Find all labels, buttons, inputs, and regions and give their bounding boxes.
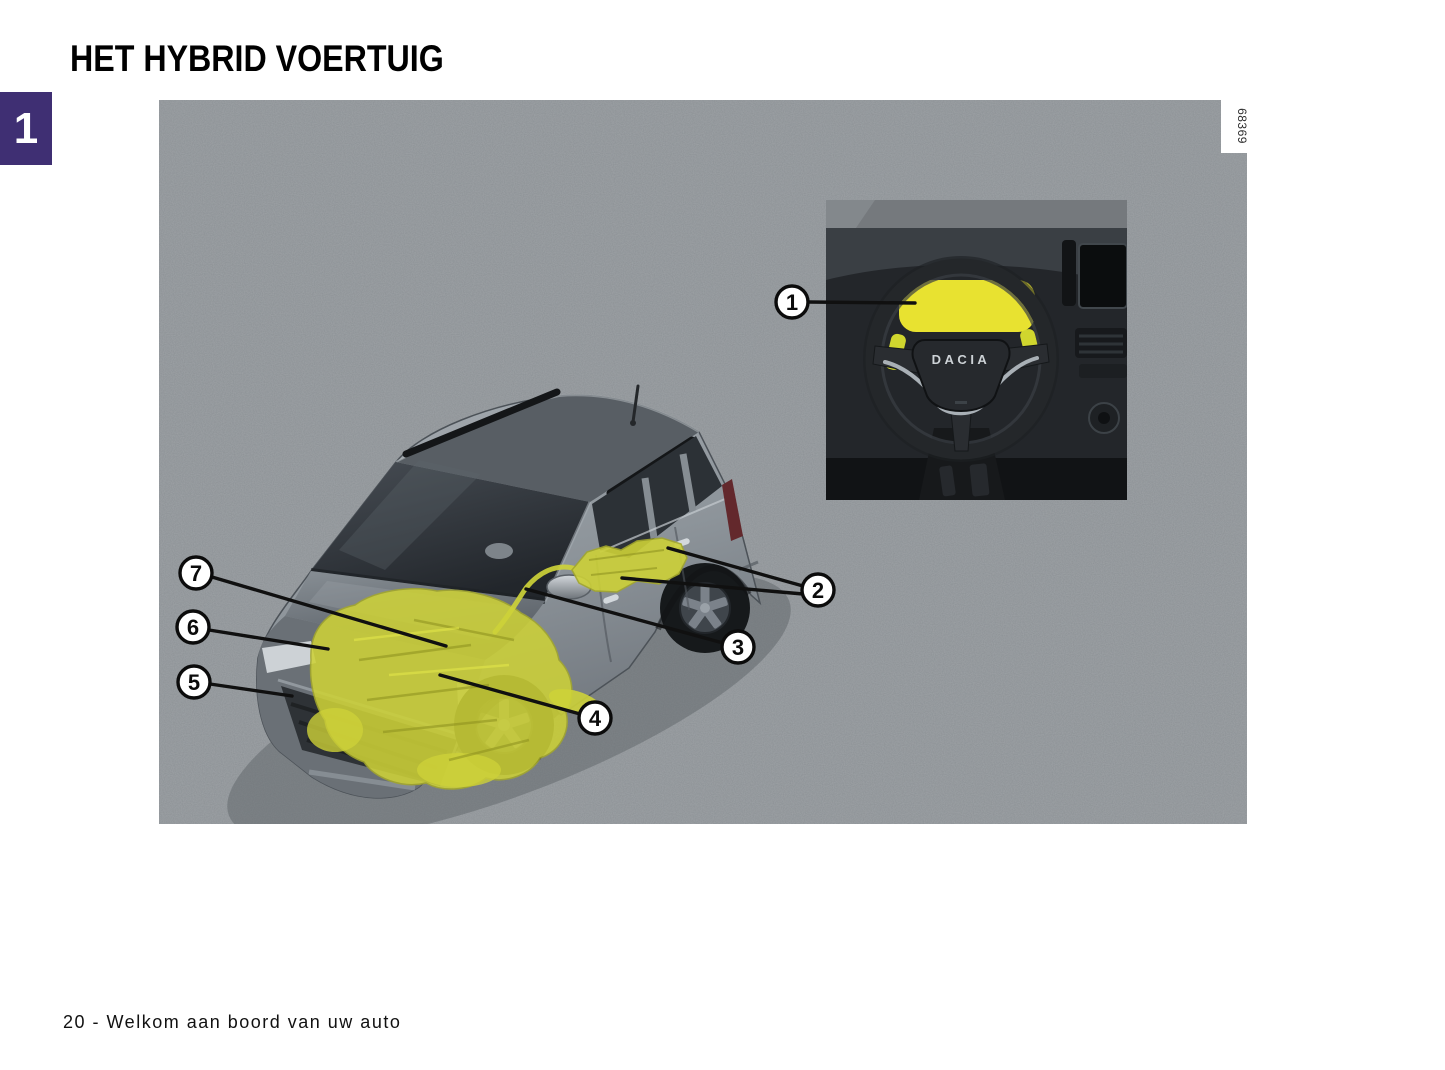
callout-line-7 (210, 575, 448, 648)
dash-top (826, 228, 1127, 286)
side-vent (1062, 240, 1076, 306)
chapter-tab: 1 (0, 92, 52, 165)
front-door-handle (603, 594, 619, 604)
callout-marker-2 (800, 572, 836, 608)
callout-marker-7 (178, 555, 214, 591)
figure-id-notch: 68369 (1221, 100, 1249, 153)
svg-text:2: 2 (812, 578, 824, 603)
callout-6: 6 (175, 609, 330, 651)
windshield-reflection (339, 460, 481, 570)
center-vent-slats (1079, 334, 1123, 354)
callout-1: 1 (774, 284, 917, 320)
callout-line-2a (666, 546, 805, 588)
svg-text:4: 4 (589, 706, 602, 731)
callout-marker-6 (175, 609, 211, 645)
hybrid-highlights (307, 537, 688, 790)
callout-4: 4 (438, 673, 613, 736)
car-illustration: DACIA 1 2 3 (175, 100, 1249, 843)
steering-wheel: DACIA (863, 256, 1059, 462)
svg-text:7: 7 (190, 561, 202, 586)
bumper-skid (308, 769, 416, 791)
figure-id-label: 68369 (1235, 108, 1247, 144)
figure-illustration: DACIA 1 2 3 (159, 100, 1249, 843)
callout-line-2b (620, 576, 805, 596)
callout-line-3 (524, 587, 725, 645)
roof-rail-left (402, 388, 561, 458)
car-roof (396, 395, 699, 502)
far-side-mirror (485, 543, 513, 559)
svg-text:6: 6 (187, 615, 199, 640)
airbag-hub (911, 339, 1011, 412)
engine-highlight-lower (417, 753, 501, 787)
pedal-left (939, 465, 956, 497)
battery-detail-lines (588, 549, 665, 576)
b-pillar (641, 477, 658, 539)
rear-door-seam (674, 526, 690, 611)
callouts: 1 2 3 4 5 (175, 284, 917, 736)
callout-3: 3 (524, 587, 756, 665)
engine-detail-lines (358, 618, 530, 762)
pedal-right (969, 463, 990, 497)
media-screen (1078, 243, 1127, 309)
page-footer: 20 - Welkom aan boord van uw auto (63, 1012, 402, 1032)
side-windows (592, 436, 722, 558)
callout-5: 5 (176, 664, 294, 700)
engine-highlight-lower-left (307, 708, 363, 752)
callout-line-1 (806, 300, 917, 305)
dacia-logo-text: DACIA (932, 352, 991, 367)
roof-antenna (630, 384, 640, 426)
callout-line-4 (438, 673, 582, 716)
svg-text:3: 3 (732, 635, 744, 660)
callout-marker-4 (577, 700, 613, 736)
callout-2: 2 (620, 546, 836, 608)
windshield (311, 462, 590, 601)
svg-text:1: 1 (786, 290, 798, 315)
callout-line-5 (208, 682, 294, 698)
callout-line-6 (207, 628, 330, 651)
callout-marker-5 (176, 664, 212, 700)
chapter-number: 1 (13, 103, 39, 153)
dashboard-inset: DACIA (826, 200, 1127, 500)
page-title: HET HYBRID VOERTUIG (70, 38, 444, 79)
beltline-trim (599, 495, 733, 553)
c-pillar (679, 453, 697, 513)
hybrid-components-figure: DACIA 1 2 3 (159, 100, 1249, 843)
headlight-left (262, 641, 316, 673)
callout-7: 7 (178, 555, 448, 648)
instrument-cluster-highlight (899, 280, 1035, 332)
callout-marker-3 (720, 629, 756, 665)
taillight (722, 479, 743, 541)
inset-window-band (826, 200, 1127, 228)
button-row (1079, 364, 1127, 378)
svg-text:5: 5 (188, 670, 200, 695)
callout-marker-1 (774, 284, 810, 320)
